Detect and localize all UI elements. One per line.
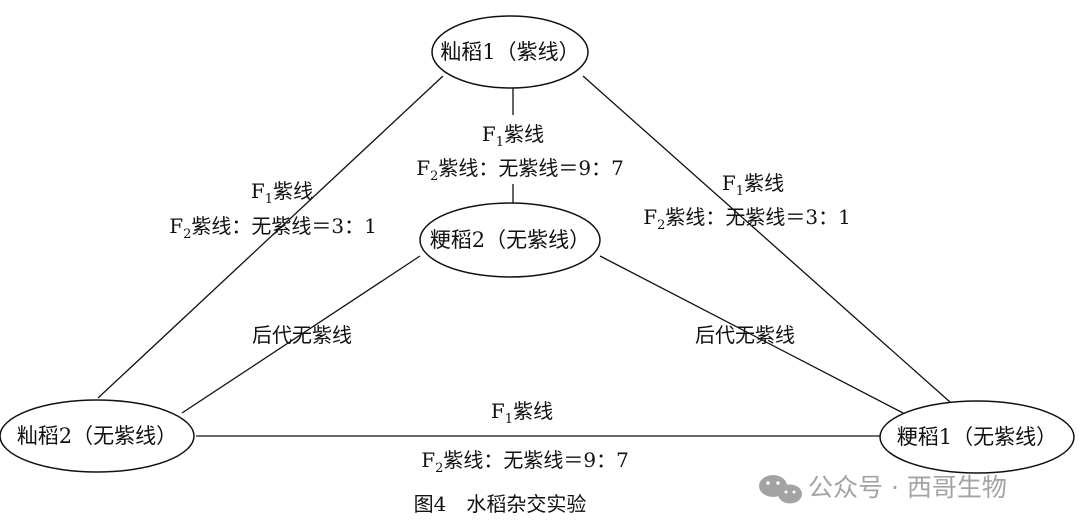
- edge-label-left-right: F1紫线 F2紫线：无紫线＝9：7: [421, 399, 629, 476]
- node-top-label: 籼稻1（紫线）: [440, 40, 579, 64]
- watermark-text: 公众号 · 西哥生物: [808, 473, 1007, 502]
- node-left: 籼稻2（无紫线）: [0, 399, 195, 473]
- f1-label: F1紫线: [251, 179, 313, 207]
- f2-ratio-label: F2紫线：无紫线＝3：1: [169, 214, 377, 242]
- node-right-ellipse: [879, 400, 1075, 474]
- figure-caption: 图4 水稻杂交实验: [414, 492, 587, 516]
- line-top-left: [97, 75, 444, 399]
- connector-lines: [97, 75, 951, 437]
- node-right-label: 粳稻1（无紫线）: [897, 425, 1057, 449]
- f1-label: F1紫线: [482, 122, 544, 150]
- edge-label-top-right: F1紫线 F2紫线：无紫线＝3：1: [643, 171, 851, 233]
- node-left-label: 籼稻2（无紫线）: [17, 424, 177, 448]
- node-left-ellipse: [0, 399, 195, 473]
- edge-label-top-left: F1紫线 F2紫线：无紫线＝3：1: [169, 179, 377, 242]
- edge-label-center-right: 后代无紫线: [695, 323, 795, 347]
- f2-ratio-label: F2紫线：无紫线＝3：1: [643, 205, 851, 233]
- line-center-right: [599, 255, 906, 415]
- line-top-right: [582, 75, 951, 403]
- node-top-ellipse: [431, 15, 589, 89]
- f2-ratio-label: F2紫线：无紫线＝9：7: [421, 448, 629, 476]
- edge-label-top-center: F1紫线 F2紫线：无紫线＝9：7: [416, 122, 624, 184]
- watermark: 公众号 · 西哥生物: [759, 473, 1007, 504]
- line-center-left: [181, 255, 421, 414]
- wechat-icon: [759, 475, 802, 504]
- f1-label: F1紫线: [722, 171, 784, 199]
- edge-label-center-left: 后代无紫线: [252, 323, 352, 347]
- f1-label: F1紫线: [491, 399, 553, 427]
- f2-ratio-label: F2紫线：无紫线＝9：7: [416, 156, 624, 184]
- node-center-ellipse: [419, 202, 601, 278]
- node-top: 籼稻1（紫线）: [431, 15, 589, 89]
- node-right: 粳稻1（无紫线）: [879, 400, 1075, 474]
- node-center-label: 粳稻2（无紫线）: [430, 228, 590, 252]
- node-center: 粳稻2（无紫线）: [419, 202, 601, 278]
